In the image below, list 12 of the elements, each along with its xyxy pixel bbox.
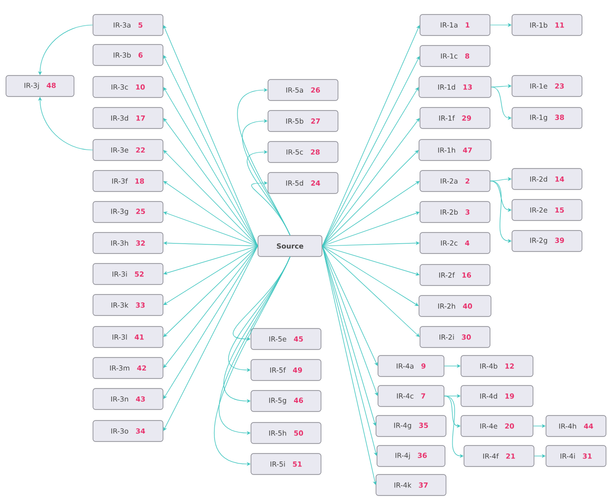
arrow [163, 246, 258, 368]
arrow [322, 246, 376, 426]
arrow [251, 180, 290, 236]
arrow [163, 246, 258, 399]
arrow [322, 118, 420, 246]
arrow [237, 88, 290, 236]
arrow [322, 246, 378, 366]
arrow [322, 246, 378, 396]
arrow [322, 87, 419, 246]
arrow [163, 118, 258, 246]
arrow [163, 246, 258, 431]
arrow [163, 87, 258, 246]
